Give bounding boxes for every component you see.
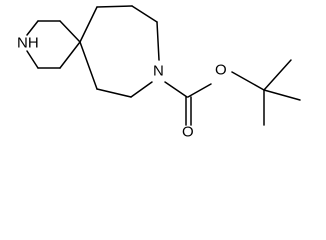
bond-azepane-2: [96, 5, 133, 8]
piperidine-ring: [26, 20, 81, 69]
bond-azepane-3: [131, 5, 158, 23]
bond-tbutyl-methyl-1: [263, 59, 292, 91]
bond-piperidine-5: [26, 50, 39, 69]
bond-tbutyl-methyl-2: [263, 89, 301, 101]
bond-carbonyl-ester-o: [187, 83, 212, 98]
bond-piperidine-3: [59, 41, 81, 69]
bond-azepane-4: [156, 21, 160, 61]
bond-azepane-1: [79, 6, 98, 43]
bond-azepane-6: [96, 88, 132, 98]
ring-nitrogen-label: N: [153, 63, 164, 80]
bond-ester-o-tbutyl: [231, 71, 265, 91]
nh-label: NH: [17, 35, 39, 52]
ester-oxygen-label: O: [215, 62, 227, 79]
bond-n-carbonyl: [164, 81, 188, 98]
azepane-ring: [79, 5, 160, 98]
boc-group: [164, 59, 301, 126]
bond-piperidine-6: [26, 20, 39, 36]
bond-piperidine-2: [59, 20, 81, 43]
chemical-structure: NH N O O: [17, 5, 301, 141]
bond-azepane-5: [130, 81, 153, 98]
bond-azepane-7: [79, 41, 98, 90]
carbonyl-oxygen-label: O: [182, 124, 194, 141]
